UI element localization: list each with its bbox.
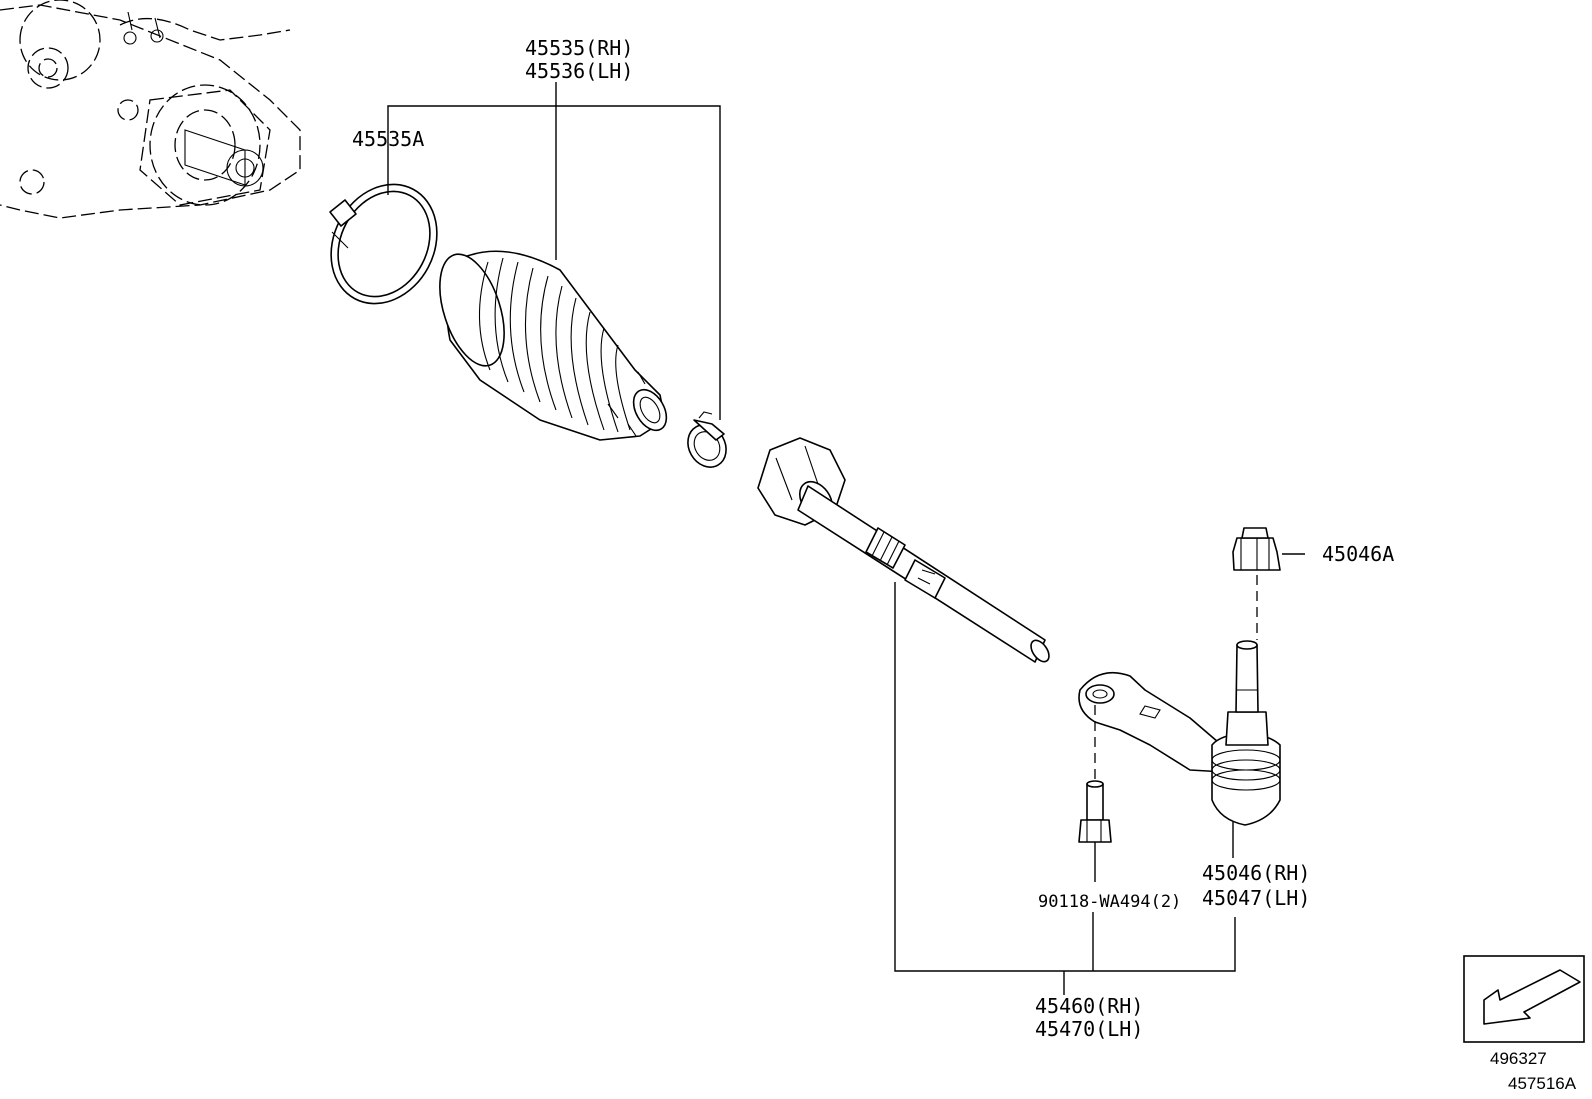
label-nut[interactable]: 45046A: [1322, 542, 1394, 566]
label-bolt[interactable]: 90118-WA494(2): [1038, 892, 1181, 912]
steering-gear-housing: [0, 0, 301, 219]
label-end-rh[interactable]: 45046(RH): [1202, 861, 1310, 885]
label-clamp[interactable]: 45535A: [352, 127, 424, 151]
tie-rod[interactable]: [757, 437, 1053, 665]
tie-rod-end[interactable]: [1078, 640, 1281, 826]
label-boot-rh[interactable]: 45535(RH): [525, 36, 633, 60]
leader-lines: [387, 82, 1305, 995]
front-arrow-icon: [1463, 955, 1585, 1043]
label-boot-lh[interactable]: 45536(LH): [525, 59, 633, 83]
tie-rod-end-nut[interactable]: [1232, 527, 1281, 571]
diagram-reference-code: 457516A: [1508, 1074, 1577, 1093]
rack-boot[interactable]: [427, 246, 673, 441]
label-rod-lh[interactable]: 45470(LH): [1035, 1017, 1143, 1041]
small-boot-clip[interactable]: [680, 411, 733, 474]
label-rod-rh[interactable]: 45460(RH): [1035, 994, 1143, 1018]
large-boot-clamp[interactable]: [311, 166, 458, 322]
diagram-reference-number: 496327: [1490, 1049, 1547, 1068]
label-end-lh[interactable]: 45047(LH): [1202, 886, 1310, 910]
stabilizer-bolt[interactable]: [1078, 780, 1112, 843]
